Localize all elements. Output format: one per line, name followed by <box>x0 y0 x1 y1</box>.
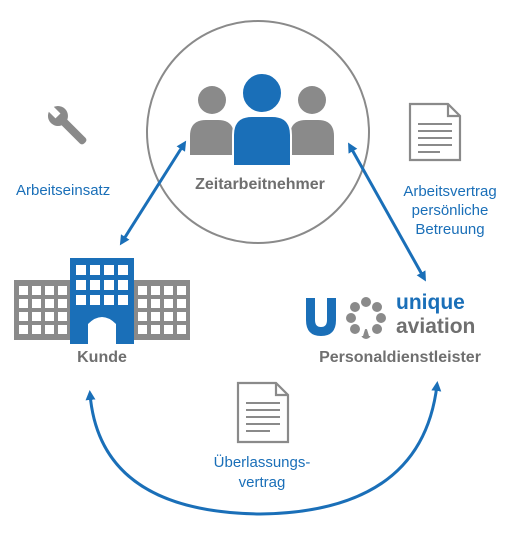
relation-label-ueberlassungsvertrag: Überlassungs- vertrag <box>194 453 330 493</box>
logo-text-aviation: aviation <box>396 315 476 338</box>
relation-label-line: Arbeitsvertrag <box>403 183 497 200</box>
logo-text-unique: unique <box>396 291 465 314</box>
provider-label: Personaldienstleister <box>319 349 481 366</box>
arrow-worker-provider <box>348 142 426 282</box>
logo-emblem <box>346 297 386 339</box>
document-icon <box>408 102 462 162</box>
building-icon <box>14 258 190 344</box>
relation-label-line: Betreuung <box>415 221 485 238</box>
worker-circle <box>146 20 370 244</box>
people-icon <box>190 72 334 167</box>
logo-u-mark <box>306 298 336 336</box>
document-icon <box>236 381 290 444</box>
arrow-customer-provider <box>85 381 442 516</box>
customer-label: Kunde <box>77 349 127 366</box>
arrow-customer-worker <box>119 140 187 246</box>
relation-label-line: Überlassungs- <box>213 454 311 471</box>
relation-label-arbeitseinsatz: Arbeitseinsatz <box>16 182 111 199</box>
unique-aviation-logo <box>306 297 386 339</box>
relation-label-arbeitsvertrag: Arbeitsvertrag persönliche Betreuung <box>384 182 516 239</box>
relation-label-line: persönliche <box>411 202 489 219</box>
worker-label: Zeitarbeitnehmer <box>195 176 325 193</box>
relation-label-line: vertrag <box>238 474 286 491</box>
wrench-icon <box>46 104 87 145</box>
